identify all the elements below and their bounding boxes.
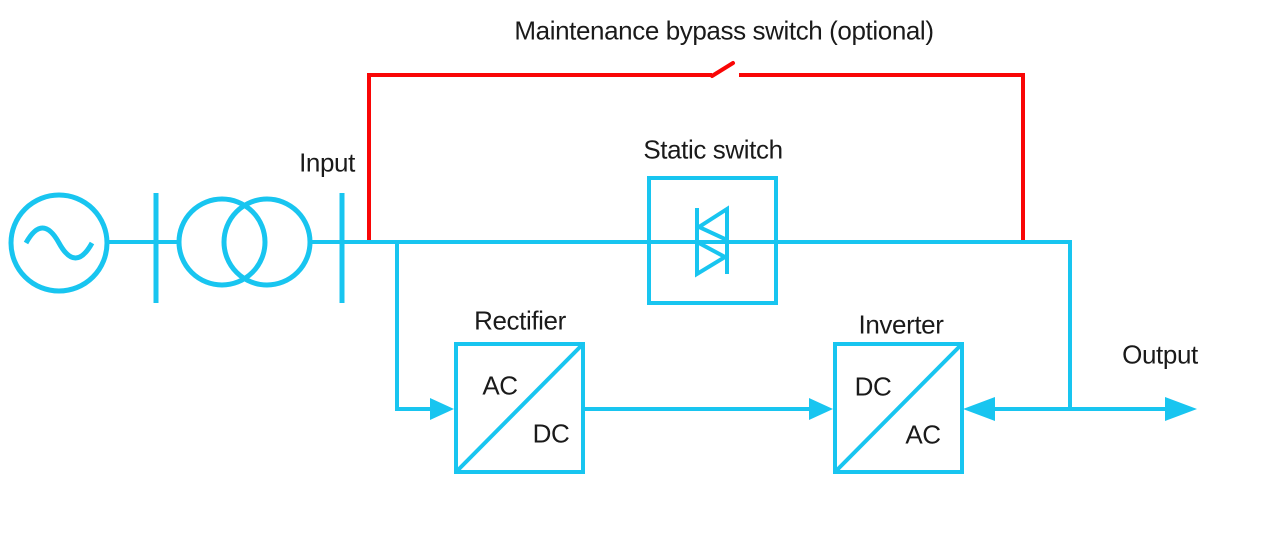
maintenance-bypass-line [367, 61, 1025, 241]
arrow-into-inverter-right-icon [963, 397, 995, 421]
inverter-ac-label: AC [905, 419, 941, 450]
arrow-into-rectifier-icon [430, 398, 454, 420]
bypass-line-right [739, 73, 1025, 241]
main-bus-wire [309, 240, 1072, 409]
inverter-label: Inverter [858, 309, 944, 340]
arrow-into-inverter-icon [809, 398, 833, 420]
inverter-diagonal [834, 343, 963, 473]
input-label: Input [299, 147, 355, 178]
bypass-switch-blade-icon [710, 61, 735, 78]
rectifier-dc-label: DC [532, 418, 570, 449]
flow-arrows [430, 397, 1197, 421]
sine-wave-icon [23, 225, 95, 261]
static-switch-box [647, 176, 778, 305]
inverter-box [833, 342, 964, 474]
wire-to-rectifier [395, 242, 431, 411]
rectifier-label: Rectifier [474, 305, 566, 336]
transformer-icon [176, 196, 268, 288]
inverter-dc-label: DC [854, 371, 892, 402]
static-switch-label: Static switch [643, 134, 783, 165]
power-path [8, 176, 1166, 474]
arrow-output-icon [1165, 397, 1197, 421]
thyristor-triangle-right-icon [695, 238, 730, 278]
output-label: Output [1122, 339, 1198, 370]
rectifier-diagonal [455, 343, 584, 473]
bypass-line-left [367, 73, 712, 241]
maintenance-bypass-label: Maintenance bypass switch (optional) [514, 15, 934, 46]
thyristor-triangle-left-icon [694, 205, 729, 244]
rectifier-ac-label: AC [482, 370, 518, 401]
